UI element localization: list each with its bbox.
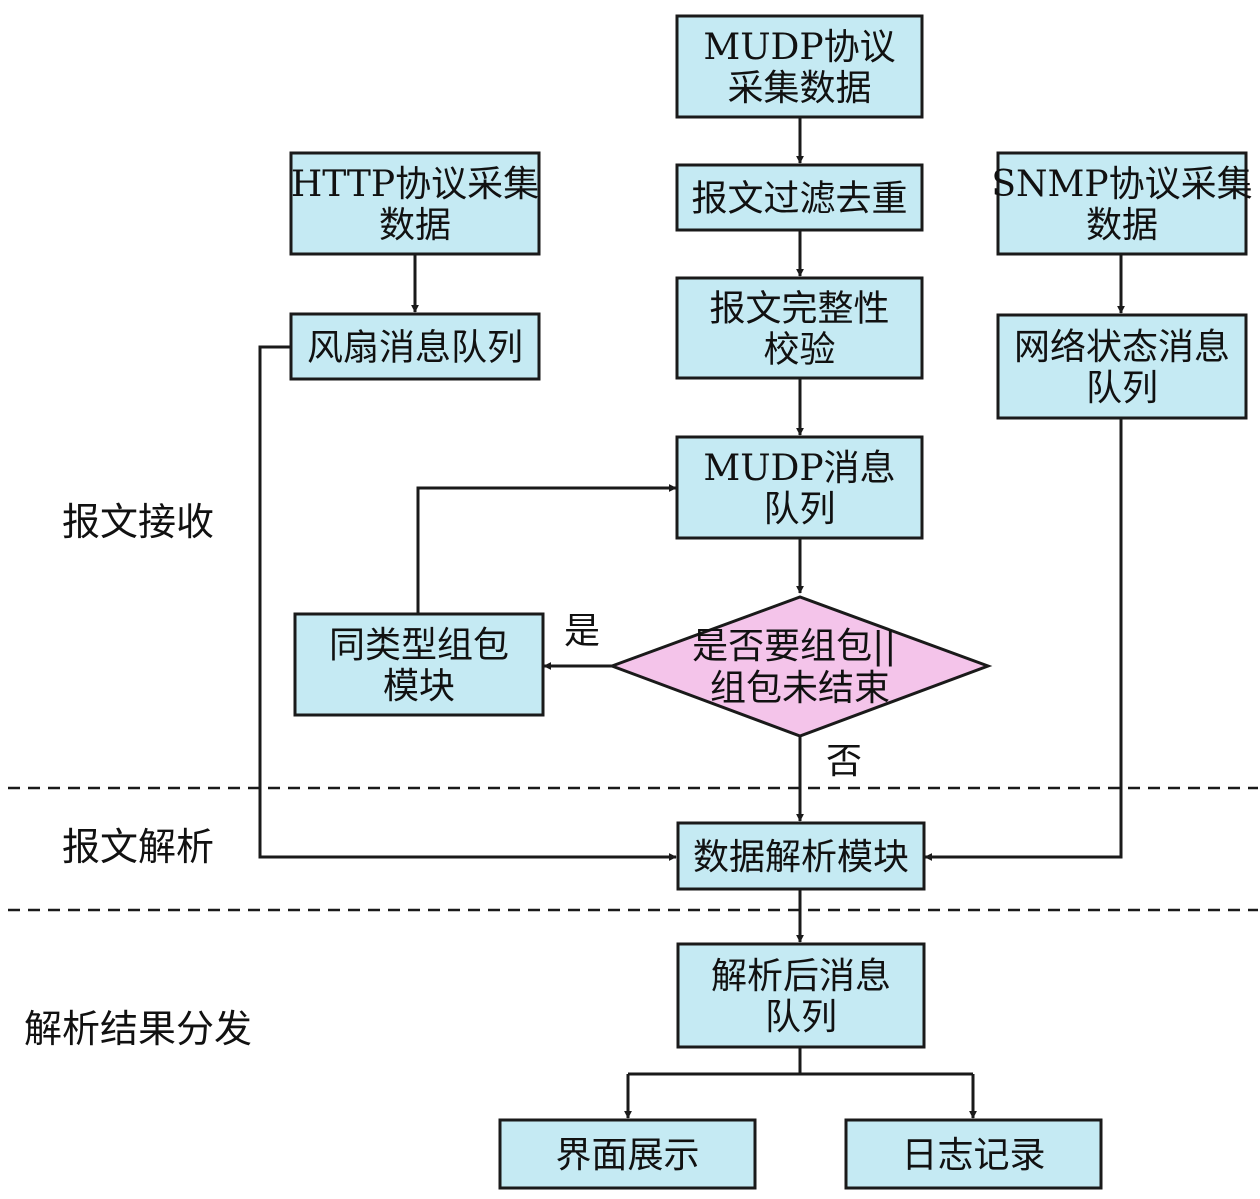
node-fan-queue: 风扇消息队列 (289, 312, 541, 381)
node-box (293, 612, 545, 717)
edge-label-yes: 是 (564, 611, 600, 652)
node-box (676, 942, 926, 1049)
node-text: 网络状态消息队列 (1014, 327, 1230, 409)
node-text-line: 界面展示 (555, 1135, 699, 1176)
node-text: 解析后消息队列 (711, 956, 891, 1038)
node-box (675, 14, 924, 119)
node-box (844, 1118, 1103, 1190)
node-text-line: 校验 (763, 330, 835, 371)
decision-text: 是否要组包|| 组包未结束 (692, 626, 908, 709)
node-mudp-collect: MUDP协议采集数据 (675, 14, 924, 119)
node-text: MUDP消息队列 (703, 448, 895, 530)
edge-network-to-parse (924, 418, 1123, 861)
node-text-line: HTTP协议采集 (291, 164, 539, 205)
decision-line-1: 是否要组包|| (692, 626, 896, 667)
node-filter-dedup: 报文过滤去重 (675, 163, 924, 232)
node-text-line: 采集数据 (727, 68, 871, 109)
node-text: 界面展示 (555, 1135, 699, 1176)
node-text-line: MUDP消息 (703, 448, 895, 489)
node-box (675, 163, 924, 232)
node-network-queue: 网络状态消息队列 (996, 313, 1248, 420)
node-parse-module: 数据解析模块 (676, 821, 926, 891)
node-box (675, 276, 924, 380)
node-text: 数据解析模块 (693, 837, 909, 878)
node-text: SNMP协议采集数据 (991, 164, 1252, 246)
node-box (289, 151, 541, 256)
node-text-line: 同类型组包 (329, 625, 509, 666)
node-text-line: 数据解析模块 (693, 837, 909, 878)
node-text: MUDP协议采集数据 (703, 27, 895, 109)
node-http-collect: HTTP协议采集数据 (289, 151, 541, 256)
stage-label-receive: 报文接收 (62, 500, 214, 544)
node-ui-display: 界面展示 (498, 1118, 757, 1190)
node-text-line: 队列 (765, 997, 837, 1038)
node-box (675, 435, 924, 540)
node-text-line: 网络状态消息 (1014, 327, 1230, 368)
node-parsed-queue: 解析后消息队列 (676, 942, 926, 1049)
node-box (498, 1118, 757, 1190)
node-text-line: 数据 (379, 205, 451, 246)
edge-assemble-back-to-queue (416, 484, 677, 614)
node-box (289, 312, 541, 381)
node-text-line: 队列 (1086, 368, 1158, 409)
node-box (676, 821, 926, 891)
decision-node: 是否要组包|| 组包未结束 (607, 595, 993, 738)
node-box (996, 313, 1248, 420)
node-text: 报文完整性校验 (709, 289, 889, 371)
node-text-line: 日志记录 (901, 1135, 1045, 1176)
node-assemble-module: 同类型组包模块 (293, 612, 545, 717)
node-box (996, 151, 1248, 256)
node-text-line: 解析后消息 (711, 956, 891, 997)
node-log-record: 日志记录 (844, 1118, 1103, 1190)
node-integrity-check: 报文完整性校验 (675, 276, 924, 380)
node-text-line: 风扇消息队列 (307, 328, 523, 369)
node-text: 风扇消息队列 (307, 328, 523, 369)
edge-label-no: 否 (826, 741, 862, 782)
edges (258, 117, 1125, 1119)
node-mudp-queue: MUDP消息队列 (675, 435, 924, 540)
node-text-line: 报文完整性 (709, 289, 889, 330)
stage-label-distribute: 解析结果分发 (24, 1007, 252, 1051)
decision-line-2: 组包未结束 (710, 668, 890, 709)
node-snmp-collect: SNMP协议采集数据 (991, 151, 1253, 256)
node-text-line: 模块 (383, 666, 455, 707)
edge-fan-to-parse (258, 345, 677, 861)
node-text: 同类型组包模块 (329, 625, 509, 707)
node-text-line: MUDP协议 (703, 27, 895, 68)
node-text: 报文过滤去重 (691, 179, 907, 220)
node-text-line: 数据 (1086, 205, 1158, 246)
node-text-line: 报文过滤去重 (691, 179, 907, 220)
node-text: HTTP协议采集数据 (291, 164, 539, 246)
node-text: 日志记录 (901, 1135, 1045, 1176)
stage-label-parse: 报文解析 (62, 825, 214, 869)
node-text-line: SNMP协议采集 (991, 164, 1252, 205)
node-text-line: 队列 (763, 489, 835, 530)
decision-diamond (607, 595, 993, 738)
